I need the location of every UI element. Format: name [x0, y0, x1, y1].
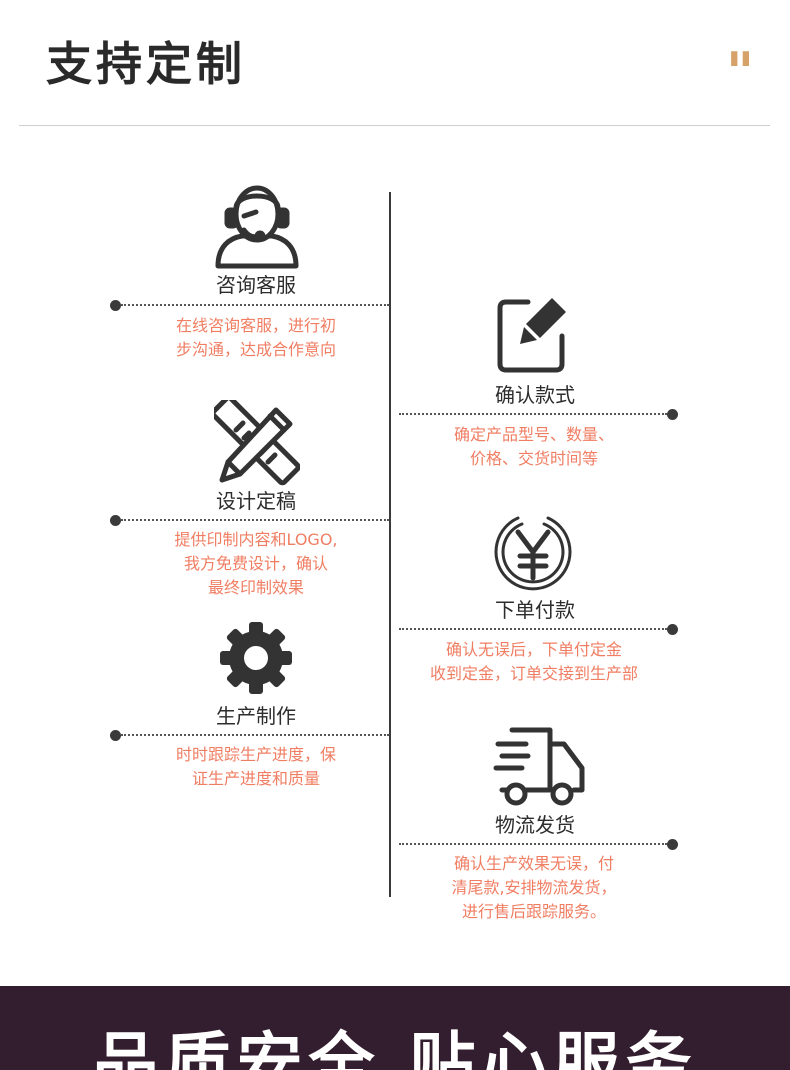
quote-mark-icon: " — [726, 41, 754, 104]
step-desc: 确定产品型号、数量、 价格、交货时间等 — [453, 425, 614, 468]
step-title: 生产制作 — [216, 704, 296, 728]
timeline-dot — [667, 409, 678, 420]
step-title: 下单付款 — [495, 598, 575, 622]
timeline-dot — [110, 730, 121, 741]
header: 支持定制 " — [0, 0, 790, 126]
page-title: 支持定制 — [46, 37, 246, 91]
timeline-line — [389, 192, 391, 897]
step-desc: 确认无误后，下单付定金 收到定金，订单交接到生产部 — [429, 640, 638, 683]
truck-icon — [493, 727, 585, 806]
yuan-icon — [494, 516, 572, 591]
dotted-connector — [399, 628, 667, 630]
step-desc: 确认生产效果无误，付 清尾款,安排物流发货， 进行售后跟踪服务。 — [451, 854, 617, 921]
timeline-dot — [110, 515, 121, 526]
footer-slogan: 品质安全 贴心服务 — [92, 1025, 698, 1070]
step-desc: 提供印制内容和LOGO, 我方免费设计，确认 最终印制效果 — [174, 530, 338, 597]
footer-banner: 品质安全 贴心服务 — [0, 986, 790, 1070]
customer-service-icon — [215, 185, 299, 269]
dotted-connector — [121, 519, 389, 521]
dotted-connector — [399, 843, 667, 845]
timeline-dot — [110, 300, 121, 311]
edit-icon — [497, 298, 566, 373]
gear-icon — [220, 622, 292, 694]
step-title: 设计定稿 — [216, 489, 296, 513]
step-title: 确认款式 — [495, 383, 575, 407]
step-title: 物流发货 — [495, 813, 575, 837]
dotted-connector — [121, 734, 389, 736]
pencil-ruler-icon — [214, 400, 300, 486]
step-desc: 在线咨询客服，进行初 步沟通，达成合作意向 — [175, 316, 336, 359]
timeline-dot — [667, 839, 678, 850]
header-divider — [19, 125, 770, 126]
timeline-dot — [667, 624, 678, 635]
step-desc: 时时跟踪生产进度，保 证生产进度和质量 — [175, 745, 336, 788]
dotted-connector — [399, 413, 667, 415]
dotted-connector — [121, 304, 389, 306]
step-title: 咨询客服 — [216, 273, 296, 297]
